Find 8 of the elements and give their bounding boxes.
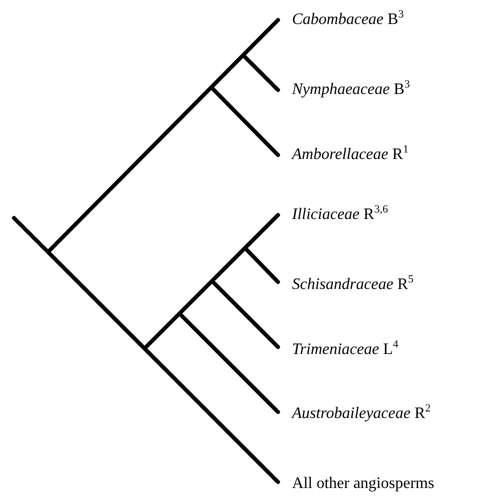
- taxon-label: Schisandraceae R$^{5}$: [292, 276, 414, 294]
- taxon-label: Nymphaeaceae B$^{3}$: [292, 81, 410, 99]
- taxon-label: Illiciaceae R$^{3,6}$: [292, 206, 388, 224]
- taxon-label: All other angiosperms: [292, 475, 434, 493]
- taxon-label: Cabombaceae B$^{3}$: [292, 11, 404, 29]
- taxon-label: Austrobaileyaceae R$^{2}$: [292, 405, 431, 423]
- taxon-label: Trimeniaceae L$^{4}$: [292, 341, 398, 359]
- taxon-label: Amborellaceae R$^{1}$: [292, 146, 408, 164]
